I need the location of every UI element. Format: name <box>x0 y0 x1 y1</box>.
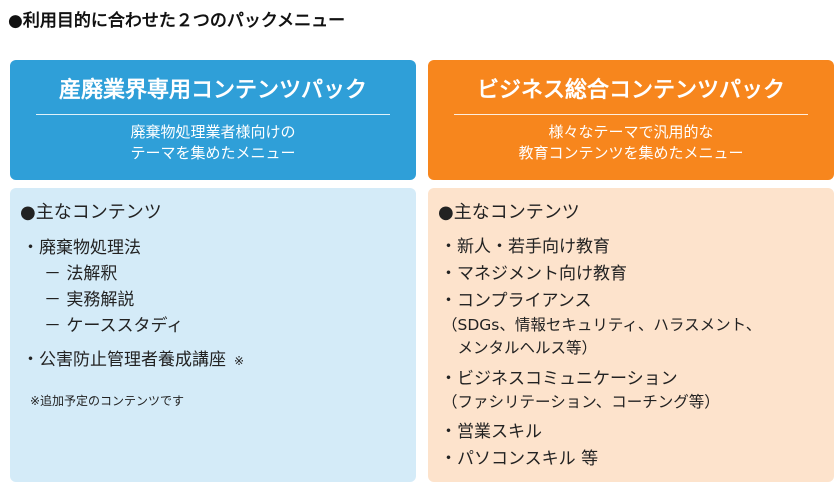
left-item-case-study: － ケーススタディ <box>44 316 184 336</box>
right-pack-heading: ●主なコンテンツ <box>438 202 580 223</box>
page-title: ●利用目的に合わせた２つのパックメニュー <box>8 11 346 31</box>
left-pack-subtitle-line2: テーマを集めたメニュー <box>130 144 296 162</box>
right-pack-divider <box>454 114 808 115</box>
left-pack-note: ※追加予定のコンテンツです <box>30 394 185 408</box>
right-item-compliance-detail1: （SDGs、情報セキュリティ、ハラスメント、 <box>442 316 762 334</box>
left-pack-divider <box>36 114 390 115</box>
right-pack-subtitle-line1: 様々なテーマで汎用的な <box>548 123 714 141</box>
right-pack-header: ビジネス総合コンテンツパック 様々なテーマで汎用的な 教育コンテンツを集めたメニ… <box>428 60 834 180</box>
right-item-pc-skills: ・パソコンスキル 等 <box>440 449 599 469</box>
left-pack-title: 産廃業界専用コンテンツパック <box>58 78 367 103</box>
left-item-pollution-course: ・公害防止管理者養成講座 ※ <box>22 345 244 370</box>
right-item-business-communication: ・ビジネスコミュニケーション <box>440 369 678 389</box>
right-pack-body: ●主なコンテンツ ・新人・若手向け教育 ・マネジメント向け教育 ・コンプライアン… <box>428 188 834 482</box>
left-item-practice: － 実務解説 <box>44 290 135 310</box>
left-pack-heading: ●主なコンテンツ <box>20 202 162 223</box>
left-item-waste-law: ・廃棄物処理法 <box>22 238 141 258</box>
left-pack-body: ●主なコンテンツ ・廃棄物処理法 － 法解釈 － 実務解説 － ケーススタディ … <box>10 188 416 482</box>
right-item-communication-detail: （ファシリテーション、コーチング等） <box>442 393 720 411</box>
left-item-pollution-course-label: ・公害防止管理者養成講座 <box>22 350 226 370</box>
right-item-sales-skills: ・営業スキル <box>440 422 542 442</box>
right-item-newcomer: ・新人・若手向け教育 <box>440 237 610 257</box>
right-pack-title: ビジネス総合コンテンツパック <box>476 78 785 103</box>
right-pack-subtitle-line2: 教育コンテンツを集めたメニュー <box>518 144 744 162</box>
planned-mark: ※ <box>234 354 245 368</box>
left-item-interpretation: － 法解釈 <box>44 264 118 284</box>
left-pack-subtitle-line1: 廃棄物処理業者様向けの <box>130 123 296 141</box>
right-item-compliance-detail2: メンタルヘルス等） <box>442 339 598 357</box>
right-item-compliance: ・コンプライアンス <box>440 291 592 311</box>
left-pack-header: 産廃業界専用コンテンツパック 廃棄物処理業者様向けの テーマを集めたメニュー <box>10 60 416 180</box>
right-item-management: ・マネジメント向け教育 <box>440 264 627 284</box>
